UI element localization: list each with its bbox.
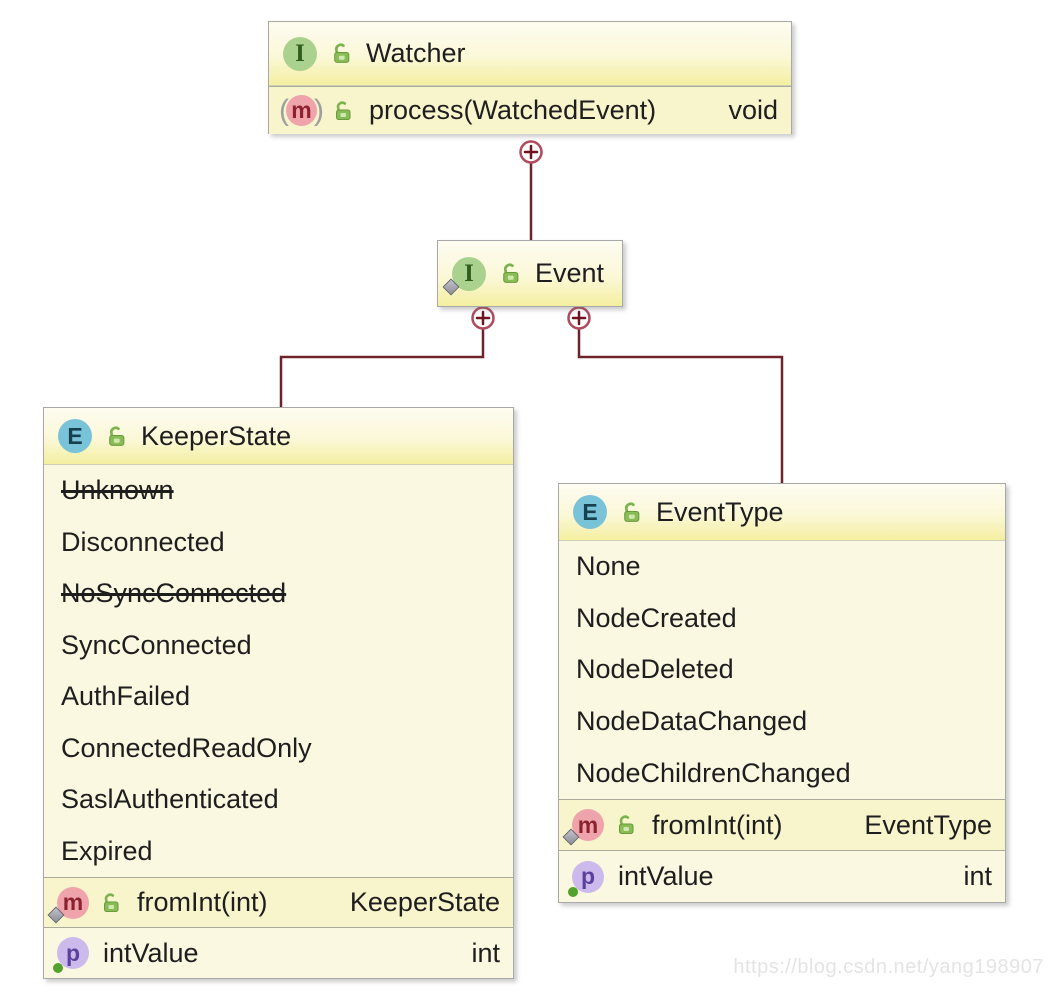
enum-constant-row[interactable]: AuthFailed (61, 681, 191, 712)
edge-event-eventtype (577, 329, 784, 483)
node-title: Watcher (366, 38, 466, 68)
enum-constant-row[interactable]: NodeDeleted (576, 654, 734, 685)
public-lock-icon (498, 261, 523, 286)
enum-constant-row[interactable]: NodeDataChanged (576, 706, 808, 737)
property-icon: p (53, 937, 89, 973)
property-return-type: int (471, 937, 500, 968)
property-return-type: int (963, 861, 992, 891)
edge-event-keeperstate (279, 329, 485, 407)
property-dot-icon (53, 963, 63, 973)
node-eventtype[interactable]: E EventType None NodeCreated NodeDeleted… (558, 483, 1006, 903)
node-title: Event (535, 258, 605, 288)
inner-class-anchor-event-right[interactable] (567, 306, 591, 330)
method-name: fromInt(int) (137, 887, 268, 917)
property-icon: p (568, 860, 604, 897)
public-lock-icon (619, 500, 644, 525)
method-name: fromInt(int) (652, 809, 783, 840)
property-name: intValue (618, 861, 714, 891)
method-row-fromint[interactable]: m fromInt(int) EventType (559, 799, 1005, 850)
method-return-type: KeeperState (349, 887, 500, 917)
property-row-intvalue[interactable]: p intValue int (44, 927, 513, 978)
interface-static-icon: I (442, 256, 486, 295)
node-event[interactable]: I Event (437, 240, 623, 307)
method-return-type: EventType (864, 809, 992, 840)
static-method-icon: m (562, 809, 604, 846)
enum-icon: E (573, 495, 607, 529)
enum-constant-list: Unknown Disconnected NoSyncConnected Syn… (44, 465, 513, 877)
public-lock-icon (104, 424, 129, 449)
public-lock-icon (331, 99, 355, 123)
enum-icon: E (58, 419, 92, 453)
node-watcher-header[interactable]: I Watcher (269, 22, 791, 86)
public-lock-icon (329, 41, 354, 66)
enum-constant-row[interactable]: ConnectedReadOnly (61, 732, 312, 763)
property-name: intValue (103, 937, 199, 968)
node-title: KeeperState (141, 420, 292, 451)
enum-constant-row[interactable]: Unknown (61, 475, 174, 506)
method-row-fromint[interactable]: m fromInt(int) KeeperState (44, 877, 513, 927)
enum-constant-row[interactable]: SaslAuthenticated (61, 784, 279, 815)
property-row-intvalue[interactable]: p intValue int (559, 850, 1005, 902)
method-return-type: void (728, 95, 778, 125)
node-event-header[interactable]: I Event (438, 241, 622, 306)
method-name: process(WatchedEvent) (369, 95, 657, 125)
enum-constant-row[interactable]: None (576, 551, 641, 582)
node-watcher[interactable]: I Watcher ( m ) (268, 21, 792, 134)
property-dot-icon (568, 886, 578, 897)
enum-constant-row[interactable]: NodeChildrenChanged (576, 757, 851, 788)
node-keeperstate[interactable]: E KeeperState Unknown Disconnected NoSyn… (43, 407, 514, 979)
interface-icon: I (283, 36, 317, 71)
enum-constant-row[interactable]: Disconnected (61, 526, 225, 557)
node-eventtype-header[interactable]: E EventType (559, 484, 1005, 541)
watermark-text: https://blog.csdn.net/yang198907 (733, 956, 1044, 978)
abstract-method-icon: ( m ) (279, 93, 324, 127)
node-title: EventType (656, 496, 784, 527)
enum-constant-row[interactable]: NoSyncConnected (61, 578, 287, 609)
enum-constant-list: None NodeCreated NodeDeleted NodeDataCha… (559, 541, 1005, 799)
public-lock-icon (99, 891, 123, 915)
inner-class-anchor-watcher[interactable] (519, 140, 543, 164)
inner-class-anchor-event-left[interactable] (471, 306, 495, 330)
enum-constant-row[interactable]: NodeCreated (576, 602, 737, 633)
static-method-icon: m (47, 886, 89, 923)
method-row-process[interactable]: ( m ) process(WatchedEvent) void (269, 86, 791, 134)
enum-constant-row[interactable]: Expired (61, 835, 153, 866)
public-lock-icon (614, 813, 638, 837)
node-keeperstate-header[interactable]: E KeeperState (44, 408, 513, 465)
enum-constant-row[interactable]: SyncConnected (61, 629, 252, 660)
